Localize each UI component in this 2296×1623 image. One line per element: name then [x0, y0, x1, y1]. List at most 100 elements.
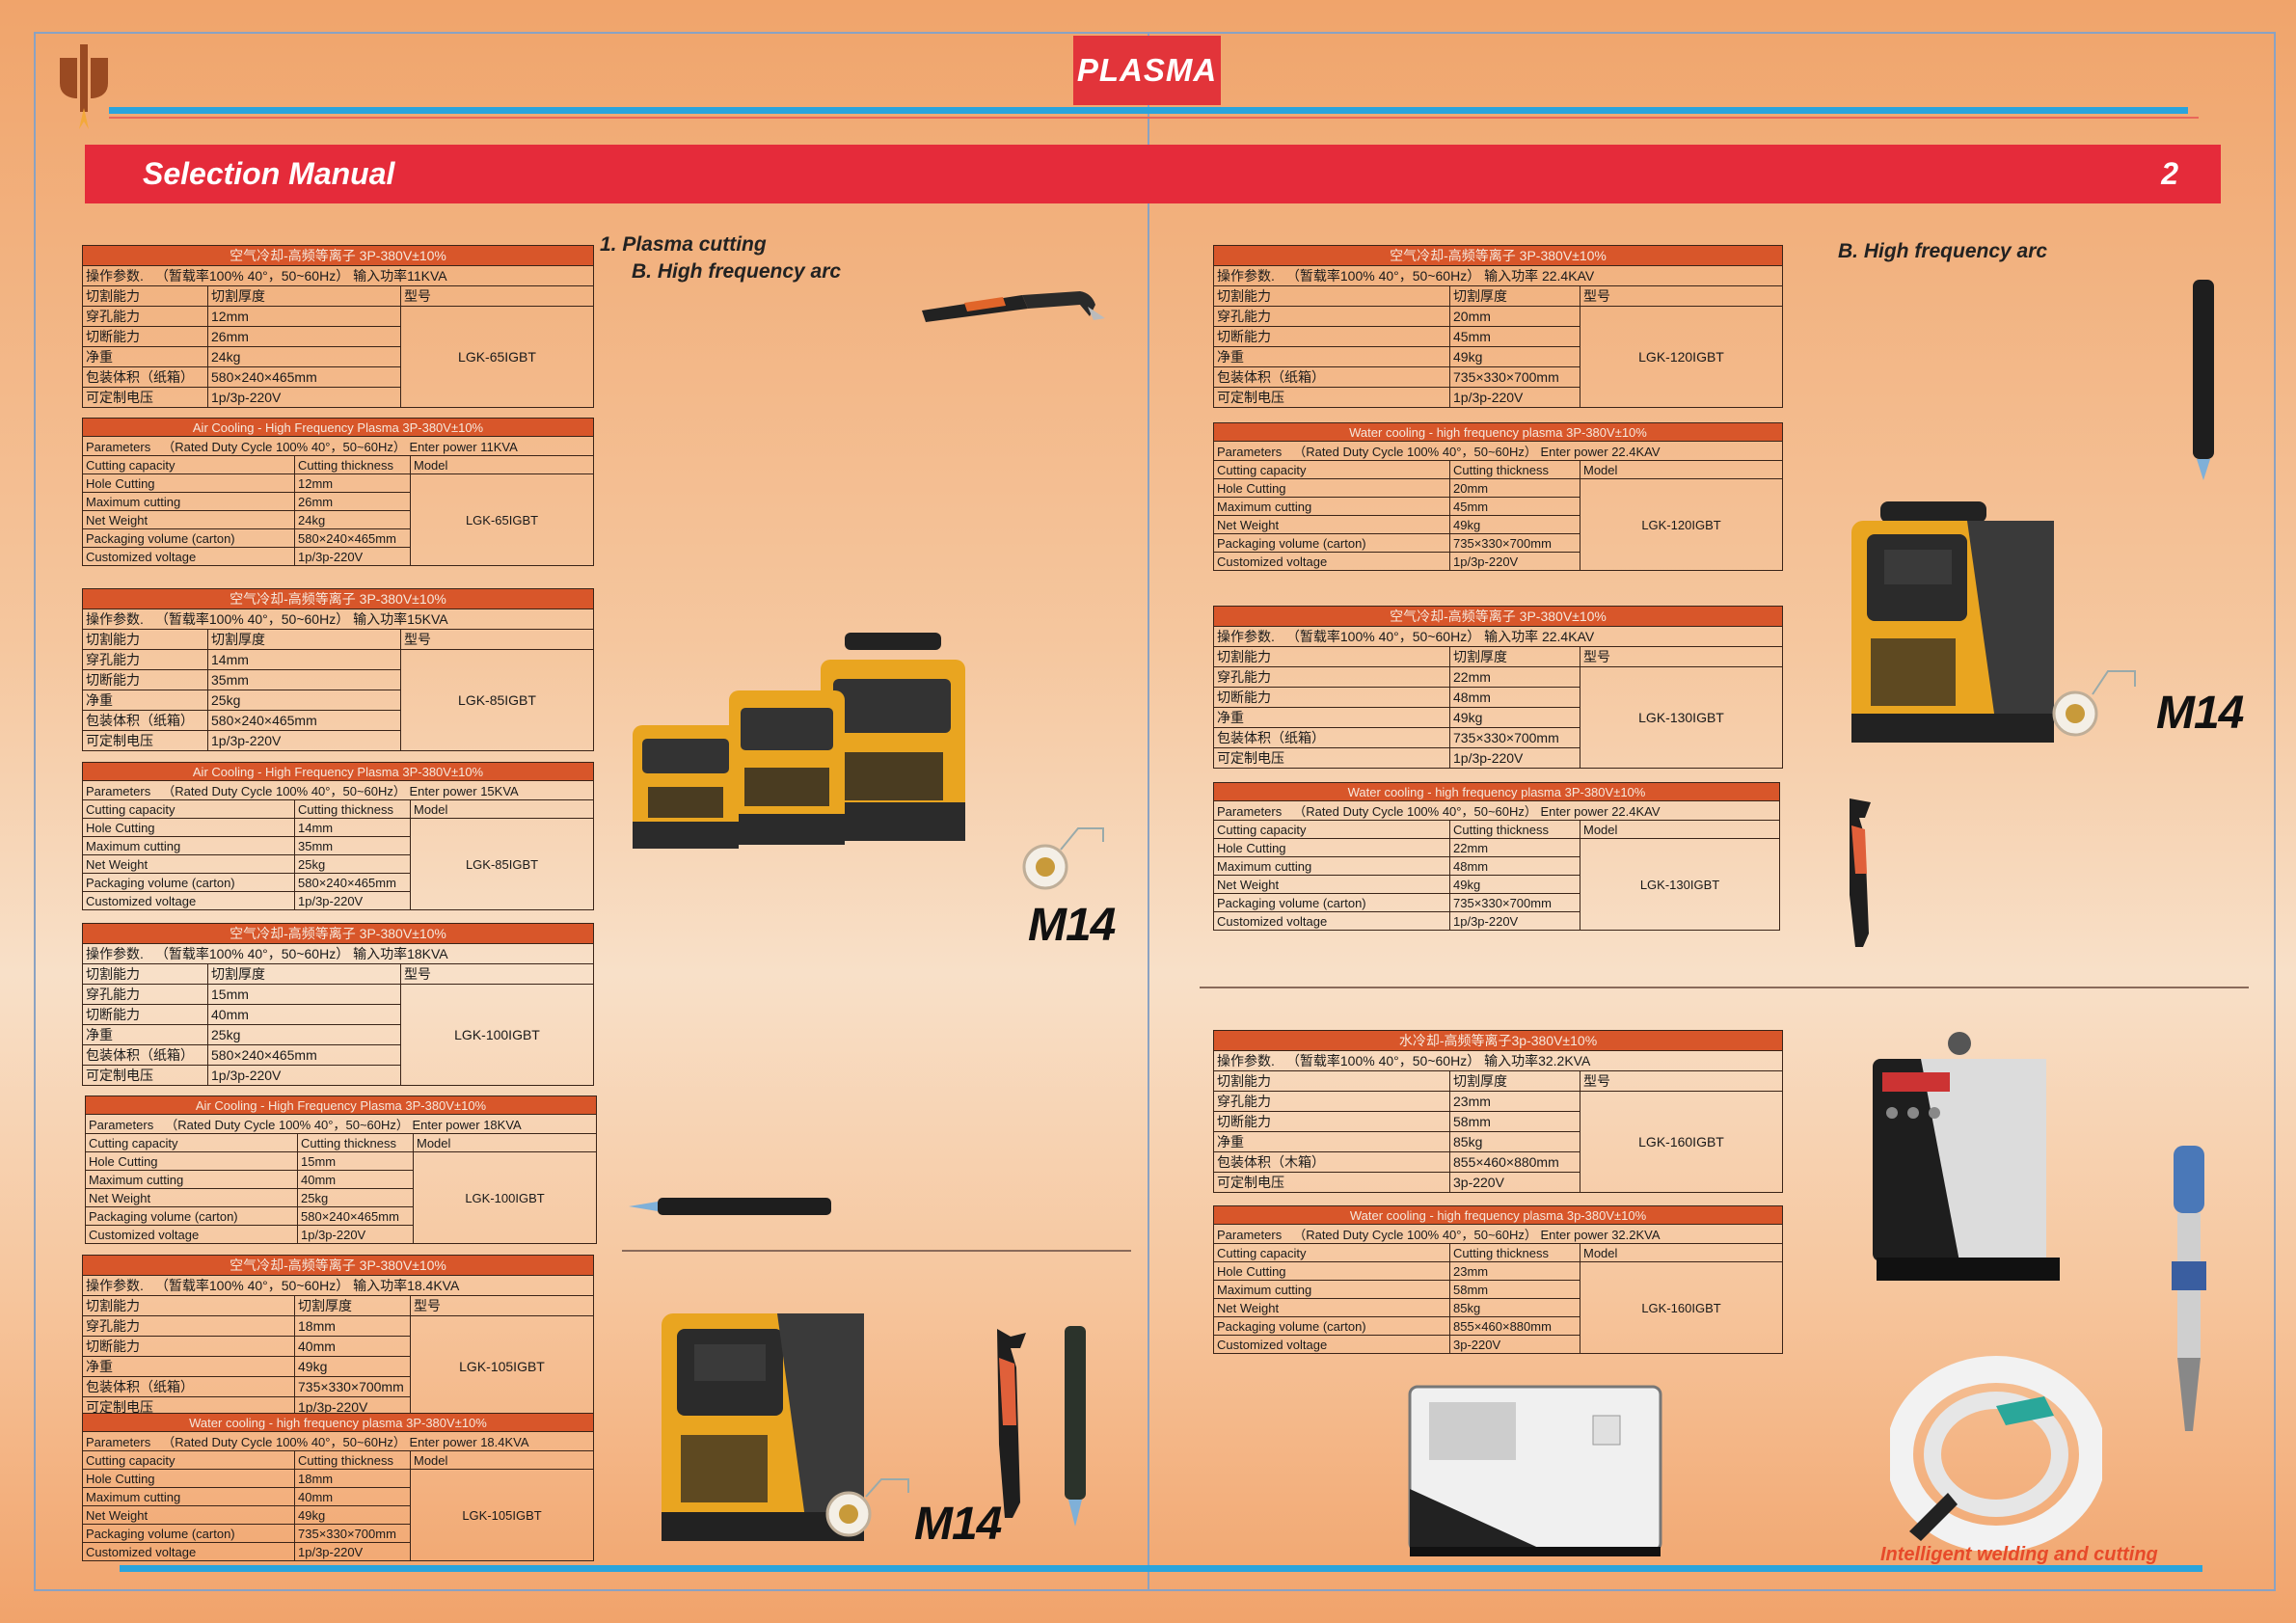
column-label: 型号	[1580, 1070, 1783, 1092]
params-label: 操作参数.	[86, 946, 144, 961]
top-rule	[109, 107, 2188, 114]
params-label: 操作参数.	[86, 611, 144, 627]
table-header: Water cooling - high frequency plasma 3P…	[1212, 422, 1784, 442]
section-subtitle: B. High frequency arc	[632, 260, 842, 283]
row-label: 可定制电压	[82, 730, 208, 751]
row-value: 12mm	[207, 306, 401, 327]
params-value: （暂载率100% 40°，50~60Hz） 输入功率15KVA	[154, 611, 448, 627]
column-label: 切割厚度	[207, 285, 401, 307]
column-label: 型号	[410, 1295, 594, 1316]
row-label: 净重	[82, 1356, 295, 1377]
row-value: 25kg	[294, 854, 411, 874]
divider-left	[622, 1250, 1131, 1252]
row-value: 14mm	[207, 649, 401, 670]
row-value: 26mm	[207, 326, 401, 347]
row-label: Cutting capacity	[1213, 460, 1450, 479]
torch-connector-icon	[825, 1478, 909, 1537]
row-label: 穿孔能力	[1213, 1091, 1450, 1112]
row-label: 切断能力	[1213, 1111, 1450, 1132]
params-row: Parameters（Rated Duty Cycle 100% 40°，50~…	[81, 1431, 595, 1451]
row-label: Maximum cutting	[1213, 856, 1450, 876]
row-value: 735×330×700mm	[294, 1524, 411, 1543]
table-header: 空气冷却-高频等离子 3P-380V±10%	[1213, 606, 1783, 627]
row-label: Net Weight	[1213, 875, 1450, 894]
column-label: Cutting thickness	[1449, 460, 1580, 479]
row-label: 可定制电压	[1213, 1172, 1450, 1193]
row-value: 49kg	[1449, 346, 1580, 367]
table-header: Water cooling - high frequency plasma 3P…	[81, 1413, 595, 1432]
row-value: 49kg	[1449, 515, 1580, 534]
row-value: 24kg	[294, 510, 411, 529]
torch-rod-vertical-icon	[1065, 1326, 1086, 1527]
row-label: 包装体积（纸箱）	[82, 1376, 295, 1397]
row-label: Hole Cutting	[1213, 838, 1450, 857]
row-value: 580×240×465mm	[294, 873, 411, 892]
row-label: 净重	[1213, 1131, 1450, 1152]
row-label: Net Weight	[82, 510, 295, 529]
row-label: Cutting capacity	[82, 1450, 295, 1470]
column-label: 切割厚度	[1449, 1070, 1580, 1092]
row-value: 58mm	[1449, 1111, 1580, 1132]
row-value: 22mm	[1449, 666, 1580, 688]
row-value: 735×330×700mm	[1449, 533, 1580, 553]
model-name: LGK-85IGBT	[400, 649, 594, 751]
row-value: 735×330×700mm	[294, 1376, 411, 1397]
row-value: 580×240×465mm	[207, 710, 401, 731]
row-value: 35mm	[294, 836, 411, 855]
page-spine	[1148, 32, 1149, 1591]
params-label: Parameters	[86, 1435, 151, 1449]
page-title: Selection Manual	[143, 156, 395, 191]
row-label: Net Weight	[1213, 515, 1450, 534]
row-label: Customized voltage	[1213, 1335, 1450, 1354]
row-label: 切断能力	[82, 1336, 295, 1357]
row-value: 3p-220V	[1449, 1172, 1580, 1193]
row-value: 1p/3p-220V	[1449, 747, 1580, 769]
params-row: 操作参数.（暂载率100% 40°，50~60Hz） 输入功率 22.4KAV	[1213, 626, 1783, 647]
row-label: Maximum cutting	[1213, 1280, 1450, 1299]
row-value: 1p/3p-220V	[207, 387, 401, 408]
params-label: 操作参数.	[1217, 629, 1275, 644]
row-label: Maximum cutting	[82, 836, 295, 855]
bottom-rule	[120, 1565, 2202, 1572]
row-label: Packaging volume (carton)	[1213, 1316, 1450, 1336]
params-value: （Rated Duty Cycle 100% 40°，50~60Hz） Ente…	[162, 440, 518, 454]
row-value: 15mm	[297, 1151, 414, 1171]
torch-nozzle-icon	[2172, 1146, 2206, 1431]
table-header: Air Cooling - High Frequency Plasma 3P-3…	[81, 762, 595, 781]
row-label: 切割能力	[82, 963, 208, 985]
column-label: 型号	[400, 629, 594, 650]
params-row: Parameters（Rated Duty Cycle 100% 40°，50~…	[1212, 441, 1784, 461]
row-value: 855×460×880mm	[1449, 1316, 1580, 1336]
row-value: 48mm	[1449, 856, 1580, 876]
row-label: 净重	[82, 1024, 208, 1045]
column-label: 切割厚度	[207, 629, 401, 650]
row-label: Cutting capacity	[82, 455, 295, 474]
row-value: 40mm	[294, 1336, 411, 1357]
spec-table: 空气冷却-高频等离子 3P-380V±10%操作参数.（暂载率100% 40°，…	[82, 1255, 594, 1418]
row-value: 24kg	[207, 346, 401, 367]
row-label: Customized voltage	[1213, 911, 1450, 931]
column-label: Cutting thickness	[297, 1133, 414, 1152]
column-label: Cutting thickness	[294, 455, 411, 474]
row-value: 580×240×465mm	[207, 366, 401, 388]
row-label: Maximum cutting	[1213, 497, 1450, 516]
params-row: 操作参数.（暂载率100% 40°，50~60Hz） 输入功率18KVA	[82, 943, 594, 964]
model-name: LGK-100IGBT	[400, 984, 594, 1086]
table-header: 水冷却-高频等离子3p-380V±10%	[1213, 1030, 1783, 1051]
section-subtitle-right: B. High frequency arc	[1838, 240, 2048, 262]
params-label: 操作参数.	[86, 1278, 144, 1293]
row-label: Maximum cutting	[82, 492, 295, 511]
model-mark: M14	[914, 1499, 1002, 1550]
row-label: Net Weight	[82, 854, 295, 874]
row-label: 净重	[1213, 707, 1450, 728]
row-label: 切割能力	[1213, 285, 1450, 307]
column-label: 型号	[1580, 285, 1783, 307]
params-value: （暂载率100% 40°，50~60Hz） 输入功率11KVA	[154, 268, 447, 284]
row-value: 12mm	[294, 473, 411, 493]
row-label: 切割能力	[82, 1295, 295, 1316]
row-label: 切断能力	[1213, 326, 1450, 347]
welder-large-image	[1851, 501, 2054, 743]
spec-table: 空气冷却-高频等离子 3P-380V±10%操作参数.（暂载率100% 40°，…	[82, 245, 594, 408]
column-label: Model	[1579, 1243, 1784, 1262]
model-name: LGK-160IGBT	[1579, 1261, 1784, 1354]
